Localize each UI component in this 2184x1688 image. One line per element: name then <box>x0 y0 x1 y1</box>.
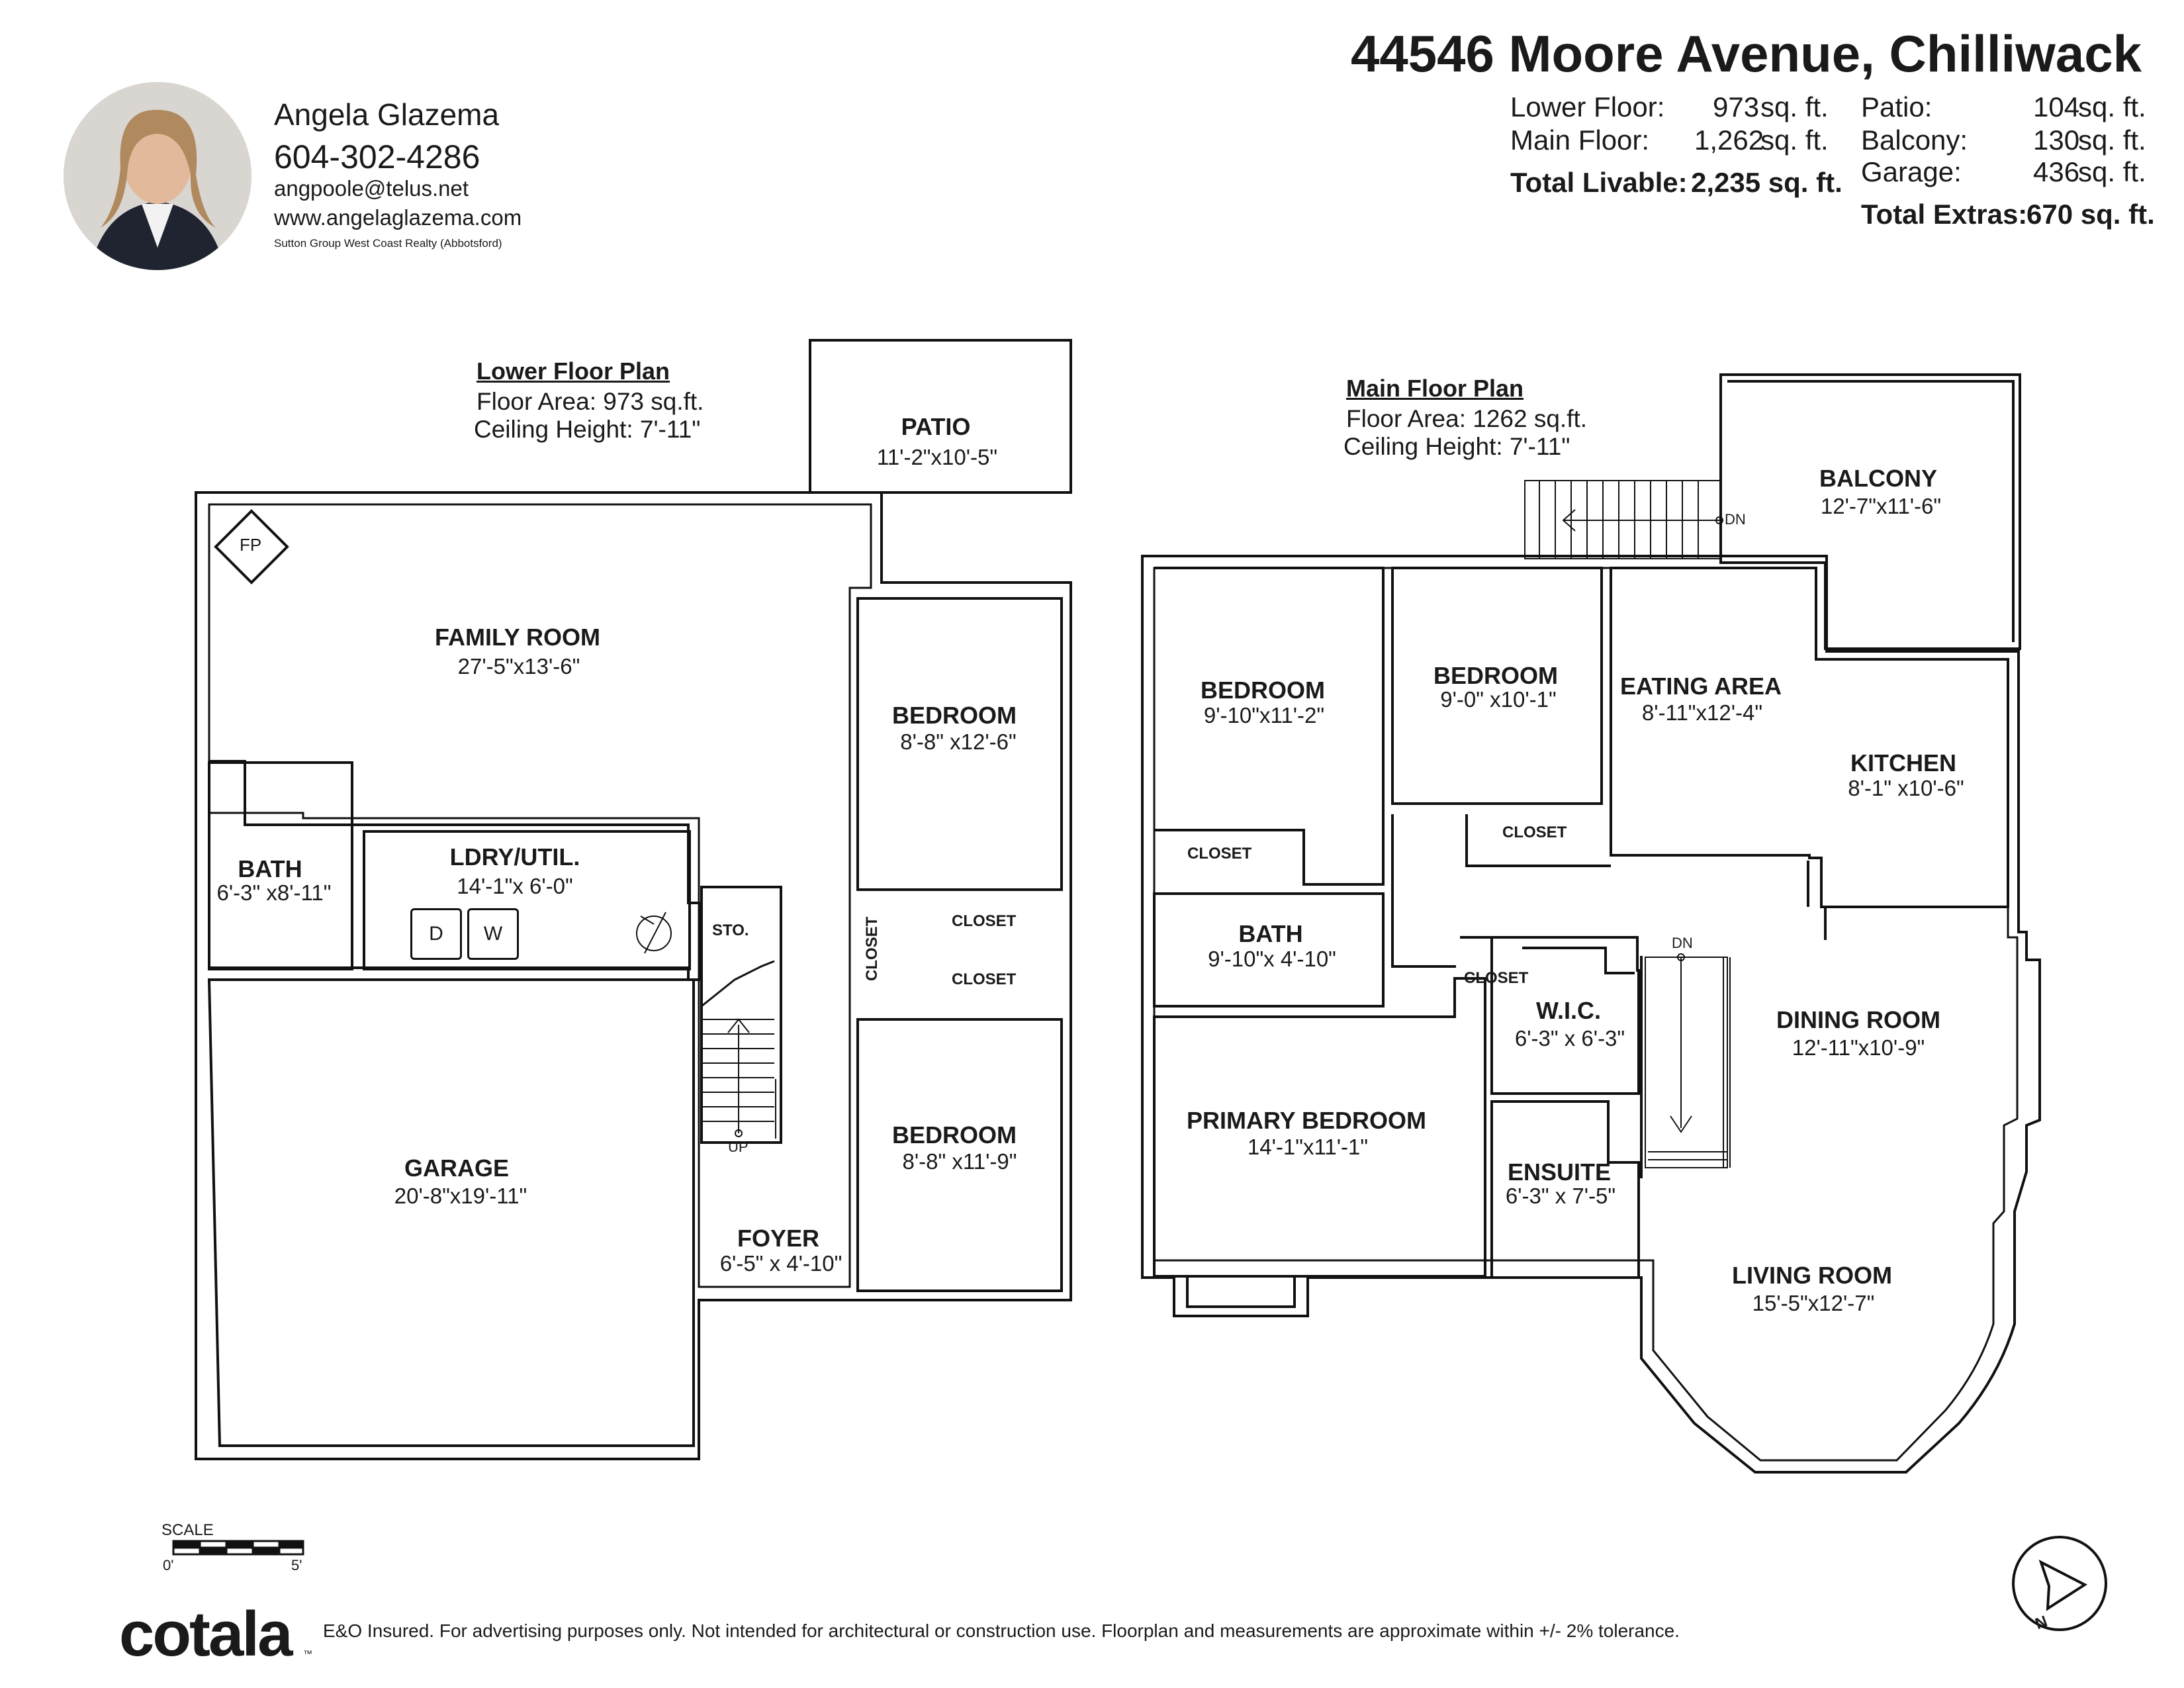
room-mbedroom2-name: BEDROOM <box>1433 662 1558 689</box>
room-primary-dims: 14'-1"x11'-1" <box>1247 1135 1369 1159</box>
stat-garage-value: 436 <box>2033 156 2080 187</box>
room-balcony-dims: 12'-7"x11'-6" <box>1820 494 1942 518</box>
room-family-dims: 27'-5"x13'-6" <box>457 654 580 679</box>
main-plan-ceiling: Ceiling Height: 7'-11" <box>1343 433 1570 460</box>
agent-email[interactable]: angpoole@telus.net <box>274 176 469 201</box>
room-foyer-dims: 6'-5" x 4'-10" <box>719 1251 842 1276</box>
room-wic-dims: 6'-3" x 6'-3" <box>1514 1026 1625 1051</box>
room-patio-dims: 11'-2"x10'-5" <box>876 445 998 469</box>
lower-stairs <box>636 912 782 1139</box>
cotala-logo: cotala <box>119 1599 293 1669</box>
stat-balcony-value: 130 <box>2033 124 2080 156</box>
stat-balcony-unit: sq. ft. <box>2078 124 2146 156</box>
agent-brokerage: Sutton Group West Coast Realty (Abbotsfo… <box>274 237 502 250</box>
stat-total-extras-label: Total Extras: <box>1861 199 2028 230</box>
stat-patio-value: 104 <box>2033 91 2080 122</box>
room-patio-name: PATIO <box>901 413 971 440</box>
room-foyer-name: FOYER <box>737 1225 820 1252</box>
stat-lower-unit: sq. ft. <box>1760 91 1829 122</box>
stat-main-label: Main Floor: <box>1510 124 1650 156</box>
room-dining-dims: 12'-11"x10'-9" <box>1792 1035 1925 1060</box>
agent-name: Angela Glazema <box>274 97 500 132</box>
stat-main-value: 1,262 <box>1694 124 1764 156</box>
room-bath-dims: 6'-3" x8'-11" <box>216 880 332 905</box>
room-living-dims: 15'-5"x12'-7" <box>1752 1291 1875 1315</box>
stat-lower-label: Lower Floor: <box>1510 91 1665 122</box>
room-bath-name: BATH <box>238 855 302 882</box>
room-mbedroom1-name: BEDROOM <box>1201 677 1325 704</box>
room-garage-dims: 20'-8"x19'-11" <box>394 1184 527 1208</box>
agent-website[interactable]: www.angelaglazema.com <box>274 205 522 230</box>
room-garage-name: GARAGE <box>404 1154 510 1182</box>
room-bedroom2-name: BEDROOM <box>892 1121 1017 1149</box>
main-plan-area: Floor Area: 1262 sq.ft. <box>1346 405 1588 432</box>
stat-patio-label: Patio: <box>1861 91 1933 122</box>
room-ensuite-name: ENSUITE <box>1507 1158 1612 1186</box>
room-kitchen-name: KITCHEN <box>1850 749 1956 776</box>
room-ensuite-dims: 6'-3" x 7'-5" <box>1505 1184 1616 1208</box>
scale-start: 0' <box>163 1557 174 1573</box>
room-mbedroom1-dims: 9'-10"x11'-2" <box>1203 703 1325 727</box>
stat-lower-value: 973 <box>1713 91 1760 122</box>
washer-icon: W <box>467 908 519 960</box>
main-stairs <box>1524 480 1731 1168</box>
lower-plan-title: Lower Floor Plan <box>477 357 670 385</box>
room-kitchen-dims: 8'-1" x10'-6" <box>1848 776 1964 800</box>
room-eating-dims: 8'-11"x12'-4" <box>1641 700 1763 725</box>
stat-total-livable-value: 2,235 sq. ft. <box>1691 167 1843 198</box>
stat-garage-unit: sq. ft. <box>2078 156 2146 187</box>
room-mbath-dims: 9'-10"x 4'-10" <box>1208 947 1336 971</box>
room-bedroom1-name: BEDROOM <box>892 702 1017 729</box>
cotala-trademark: ™ <box>303 1648 312 1659</box>
stairs-dn-label: DN <box>1672 935 1693 951</box>
fireplace-icon: FP <box>240 535 262 555</box>
room-living-name: LIVING ROOM <box>1732 1262 1892 1289</box>
room-primary-name: PRIMARY BEDROOM <box>1186 1107 1427 1134</box>
closet-label: CLOSET <box>952 970 1017 988</box>
room-wic-name: W.I.C. <box>1536 997 1601 1024</box>
closet-label: CLOSET <box>1187 845 1252 863</box>
room-family-name: FAMILY ROOM <box>434 624 601 651</box>
stat-total-extras-value: 670 sq. ft. <box>2026 199 2155 230</box>
room-balcony-name: BALCONY <box>1819 465 1937 492</box>
room-bedroom2-dims: 8'-8" x11'-9" <box>902 1149 1017 1174</box>
scale-end: 5' <box>291 1557 302 1573</box>
scale-label: SCALE <box>161 1521 214 1539</box>
lower-floor-walls <box>195 339 1072 1460</box>
scale-bar <box>172 1540 304 1556</box>
room-bedroom1-dims: 8'-8" x12'-6" <box>900 729 1017 754</box>
room-laundry-dims: 14'-1"x 6'-0" <box>457 874 573 898</box>
compass-icon <box>2012 1536 2107 1631</box>
room-eating-name: EATING AREA <box>1619 673 1782 700</box>
lower-plan-ceiling: Ceiling Height: 7'-11" <box>474 416 701 443</box>
disclaimer: E&O Insured. For advertising purposes on… <box>323 1620 1680 1641</box>
room-storage-name: STO. <box>712 921 749 939</box>
stat-balcony-label: Balcony: <box>1861 124 1968 156</box>
stairs-dn-label: DN <box>1725 511 1746 528</box>
closet-label: CLOSET <box>952 912 1017 930</box>
room-mbath-name: BATH <box>1238 920 1303 947</box>
room-mbedroom2-dims: 9'-0" x10'-1" <box>1440 687 1557 712</box>
main-plan-title: Main Floor Plan <box>1346 375 1524 402</box>
room-laundry-name: LDRY/UTIL. <box>449 843 580 870</box>
stat-total-livable-label: Total Livable: <box>1510 167 1688 198</box>
lower-plan-area: Floor Area: 973 sq.ft. <box>477 388 704 415</box>
room-dining-name: DINING ROOM <box>1776 1006 1940 1033</box>
main-floor-walls <box>1141 373 2041 1474</box>
dryer-icon: D <box>410 908 462 960</box>
stairs-up-label: UP <box>728 1139 749 1155</box>
stat-patio-unit: sq. ft. <box>2078 91 2146 122</box>
property-address: 44546 Moore Avenue, Chilliwack <box>1350 24 2142 83</box>
closet-label: CLOSET <box>1502 823 1567 841</box>
closet-label: CLOSET <box>863 916 881 981</box>
agent-photo <box>64 82 251 270</box>
agent-phone[interactable]: 604-302-4286 <box>274 138 480 175</box>
stat-main-unit: sq. ft. <box>1760 124 1829 156</box>
closet-label: CLOSET <box>1464 969 1529 987</box>
stat-garage-label: Garage: <box>1861 156 1962 187</box>
